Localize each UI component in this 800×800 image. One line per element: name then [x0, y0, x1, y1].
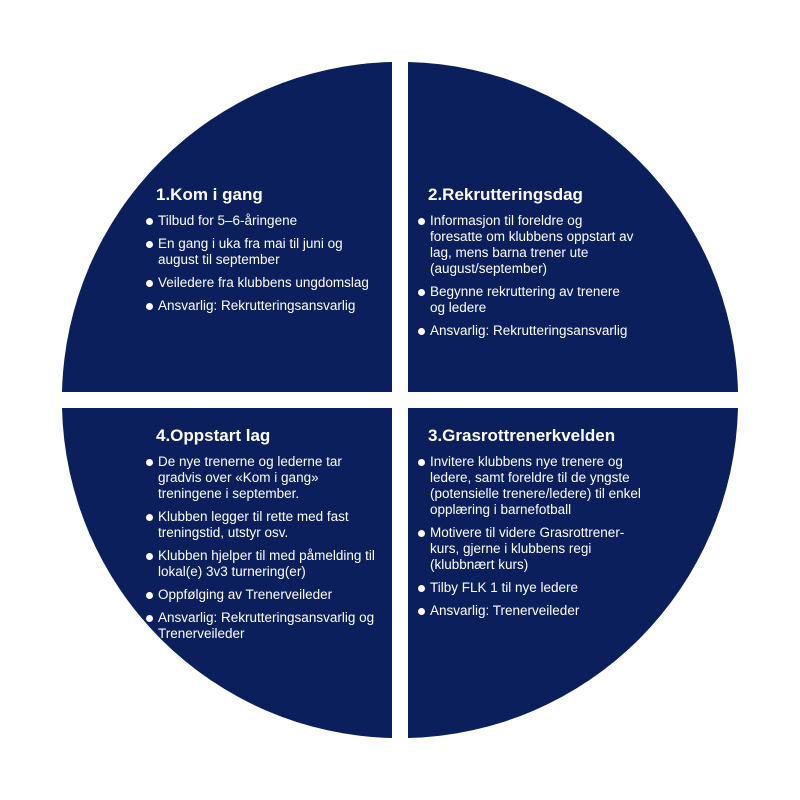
list-item: Ansvarlig: Rekrutteringsansvarlig [146, 298, 386, 314]
quadrant-3-title: 3.Grasrottrenerkvelden [428, 426, 616, 445]
quadrant-4-list: De nye trenerne og lederne tar gradvis o… [146, 454, 386, 642]
quadrant-3-list: Invitere klubbens nye trenere og ledere,… [418, 454, 648, 619]
list-item: Tilby FLK 1 til nye ledere [418, 580, 648, 596]
quadrant-4-title: 4.Oppstart lag [156, 426, 271, 445]
quadrant-2-rekrutteringsdag: 2.Rekrutteringsdag Informasjon til forel… [418, 185, 638, 346]
list-item: Ansvarlig: Rekrutteringsansvarlig og Tre… [146, 610, 386, 642]
list-item: Informasjon til foreldre og foresatte om… [418, 213, 638, 277]
quadrant-3-grasrottrenerkvelden: 3.Grasrottrenerkvelden Invitere klubbens… [418, 426, 648, 626]
quadrant-4-oppstart-lag: 4.Oppstart lag De nye trenerne og ledern… [146, 426, 386, 649]
list-item: Oppfølging av Trenerveileder [146, 587, 386, 603]
quadrant-1-list: Tilbud for 5–6-åringene En gang i uka fr… [146, 213, 386, 314]
list-item: Veiledere fra klubbens ungdomslag [146, 275, 386, 291]
list-item: De nye trenerne og lederne tar gradvis o… [146, 454, 386, 502]
list-item: Motivere til videre Grasrottrener-kurs, … [418, 525, 648, 573]
quadrant-2-shape [408, 62, 738, 392]
quadrant-2-list: Informasjon til foreldre og foresatte om… [418, 213, 638, 339]
quadrant-3-shape [408, 408, 738, 738]
list-item: En gang i uka fra mai til juni og august… [146, 236, 386, 268]
list-item: Ansvarlig: Rekrutteringsansvarlig [418, 323, 638, 339]
quadrant-2-title: 2.Rekrutteringsdag [428, 185, 583, 204]
quadrant-4-shape [62, 408, 392, 738]
quadrant-1-kom-i-gang: 1.Kom i gang Tilbud for 5–6-åringene En … [146, 185, 386, 321]
list-item: Klubben legger til rette med fast trenin… [146, 509, 386, 541]
list-item: Begynne rekruttering av trenere og leder… [418, 284, 638, 316]
list-item: Ansvarlig: Trenerveileder [418, 603, 648, 619]
list-item: Invitere klubbens nye trenere og ledere,… [418, 454, 648, 518]
list-item: Klubben hjelper til med påmelding til lo… [146, 548, 386, 580]
list-item: Tilbud for 5–6-åringene [146, 213, 386, 229]
quadrant-1-shape [62, 62, 392, 392]
quadrant-1-title: 1.Kom i gang [156, 185, 263, 204]
